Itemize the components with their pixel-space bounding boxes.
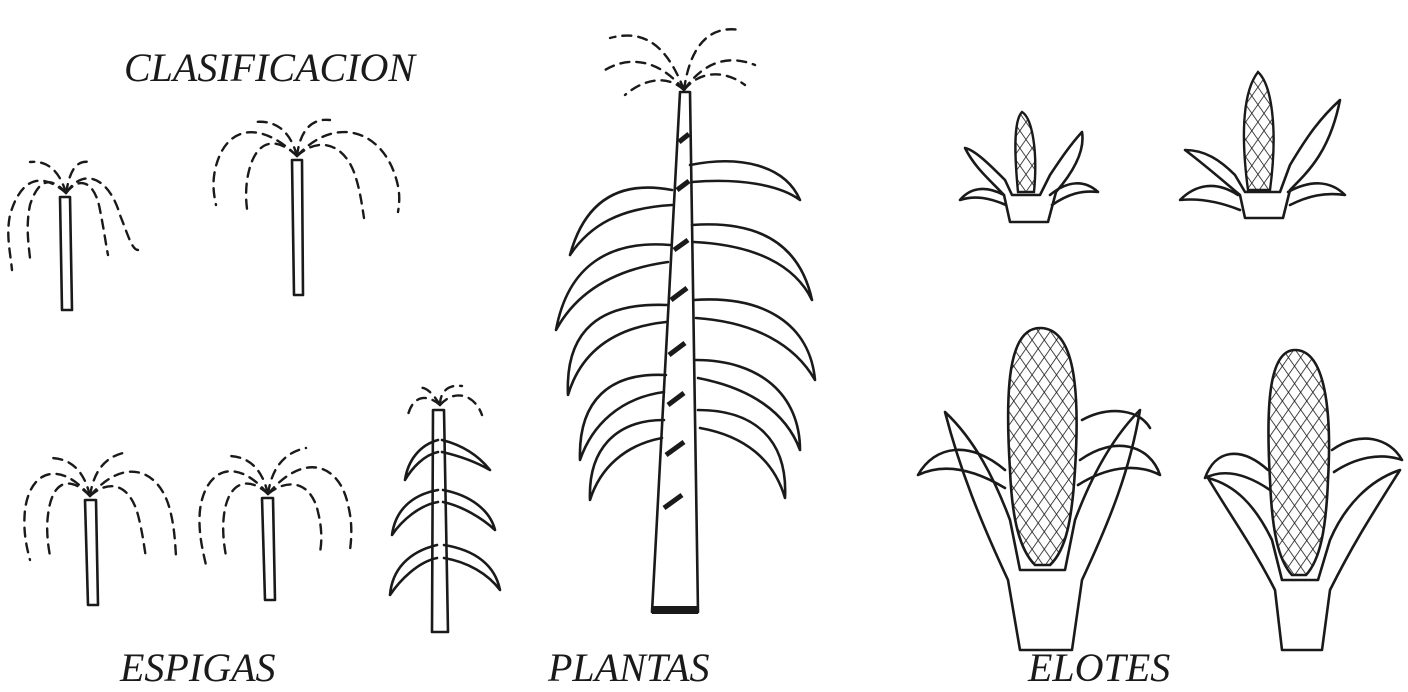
tassel-2 — [213, 120, 399, 295]
tassel-1 — [8, 162, 138, 310]
ear-large-1 — [918, 328, 1160, 650]
ear-small-1 — [960, 112, 1098, 222]
small-plant — [390, 386, 500, 632]
ear-small-2 — [1180, 72, 1345, 218]
tassel-3 — [24, 452, 176, 605]
ear-large-2 — [1205, 350, 1402, 650]
tall-plant — [556, 29, 815, 614]
tassel-4 — [199, 448, 351, 600]
